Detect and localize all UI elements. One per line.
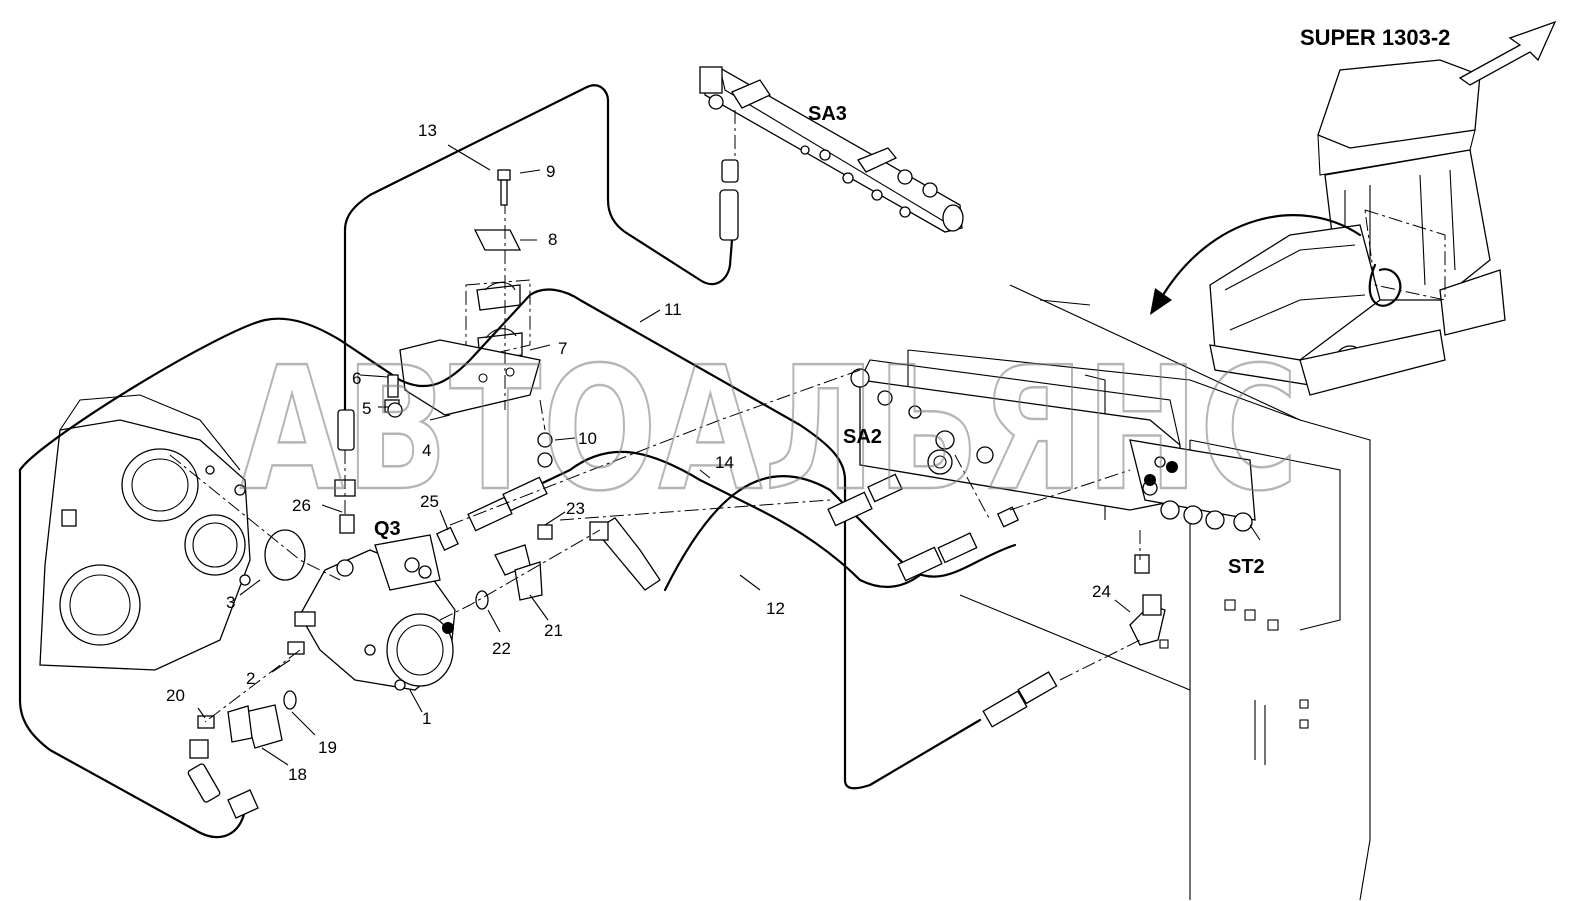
hose-11 — [18, 288, 982, 790]
callout-8: 8 — [548, 230, 557, 249]
hydraulic-pump-q3 — [294, 534, 456, 691]
callout-4: 4 — [422, 441, 431, 460]
callout-7: 7 — [558, 339, 567, 358]
callout-20: 20 — [166, 686, 185, 705]
hose-13 — [343, 84, 734, 412]
paver-machine-illustration — [1209, 59, 1506, 396]
hose-lower-left — [18, 468, 247, 839]
callout-18: 18 — [288, 765, 307, 784]
gearbox-housing — [39, 394, 251, 671]
sa2-st2-valve-block — [850, 359, 1256, 532]
callout-3: 3 — [226, 593, 235, 612]
callout-14: 14 — [715, 453, 734, 472]
model-label: SUPER 1303-2 — [1300, 25, 1450, 50]
part-callouts: 1 2 3 4 5 6 7 8 9 10 11 12 13 14 18 19 2… — [166, 121, 1111, 784]
callout-25: 25 — [420, 492, 439, 511]
callout-24: 24 — [1092, 582, 1111, 601]
hose-14 — [473, 450, 922, 589]
machine-frame-panel — [844, 284, 1371, 901]
curved-pointer-arrow — [1150, 214, 1362, 315]
callout-1: 1 — [422, 709, 431, 728]
callout-2: 2 — [246, 669, 255, 688]
assembly-code-q3: Q3 — [374, 518, 401, 540]
callout-13: 13 — [418, 121, 437, 140]
callout-21: 21 — [544, 621, 563, 640]
callout-26: 26 — [292, 496, 311, 515]
callout-9: 9 — [546, 162, 555, 181]
callout-leaders — [197, 144, 1261, 766]
callout-12: 12 — [766, 599, 785, 618]
assembly-code-st2: ST2 — [1228, 556, 1265, 578]
callout-19: 19 — [318, 738, 337, 757]
assembly-code-sa2: SA2 — [843, 426, 882, 448]
callout-22: 22 — [492, 639, 511, 658]
hydraulic-lines — [18, 84, 1017, 839]
callout-11: 11 — [664, 300, 682, 319]
callout-6: 6 — [352, 369, 361, 388]
alignment-lines — [169, 110, 1141, 723]
watermark-text: АВТОАЛЬЯНС — [240, 331, 1300, 529]
fittings — [187, 159, 1166, 819]
view-direction-arrow — [1458, 20, 1557, 86]
clamp-bracket-assembly — [399, 200, 541, 416]
assembly-code-sa3: SA3 — [808, 103, 847, 125]
callout-5: 5 — [362, 399, 371, 418]
sa3-valve-rail — [699, 66, 964, 233]
hose-12 — [663, 474, 1017, 592]
o-ring-3 — [264, 529, 306, 581]
callout-10: 10 — [578, 429, 597, 448]
callout-23: 23 — [566, 499, 585, 518]
